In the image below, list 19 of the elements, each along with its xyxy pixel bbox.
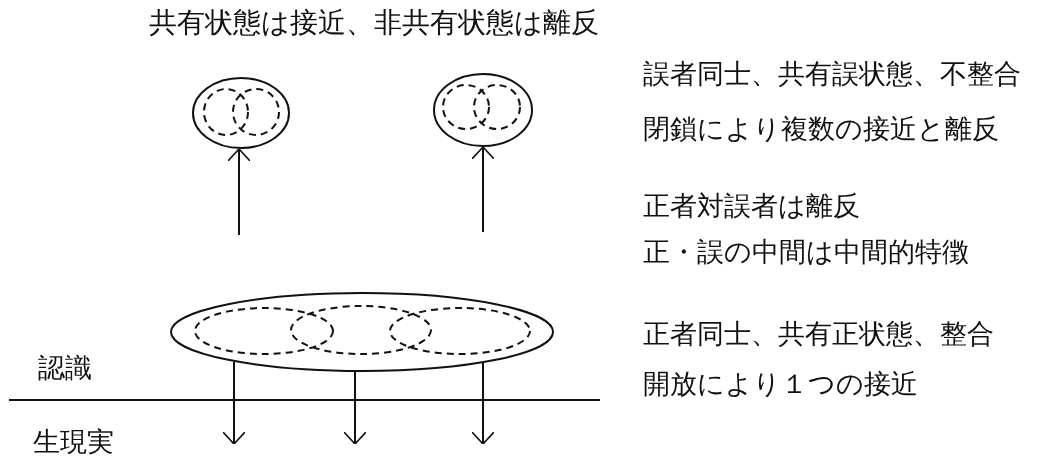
ellipse — [433, 73, 533, 147]
dashed-ellipse — [442, 84, 490, 130]
description-text: 正者同士、共有正状態、整合 — [643, 318, 994, 351]
dashed-ellipse — [389, 307, 531, 355]
layer-label: 認識 — [38, 352, 92, 385]
ellipse — [170, 292, 554, 372]
dashed-ellipse — [194, 307, 334, 355]
layer-label: 生現実 — [33, 426, 114, 456]
dashed-ellipse — [473, 84, 521, 130]
description-text: 閉鎖により複数の接近と離反 — [643, 113, 999, 146]
dashed-ellipse — [290, 305, 432, 355]
description-text: 正者対誤者は離反 — [643, 190, 860, 223]
description-text: 正・誤の中間は中間的特徴 — [643, 236, 969, 269]
description-text: 誤者同士、共有誤状態、不整合 — [643, 58, 1021, 91]
dashed-ellipse — [232, 88, 280, 136]
diagram-title: 共有状態は接近、非共有状態は離反 — [149, 6, 599, 40]
dashed-ellipse — [203, 88, 249, 136]
description-text: 開放により１つの接近 — [643, 368, 918, 401]
ellipse — [192, 77, 290, 149]
